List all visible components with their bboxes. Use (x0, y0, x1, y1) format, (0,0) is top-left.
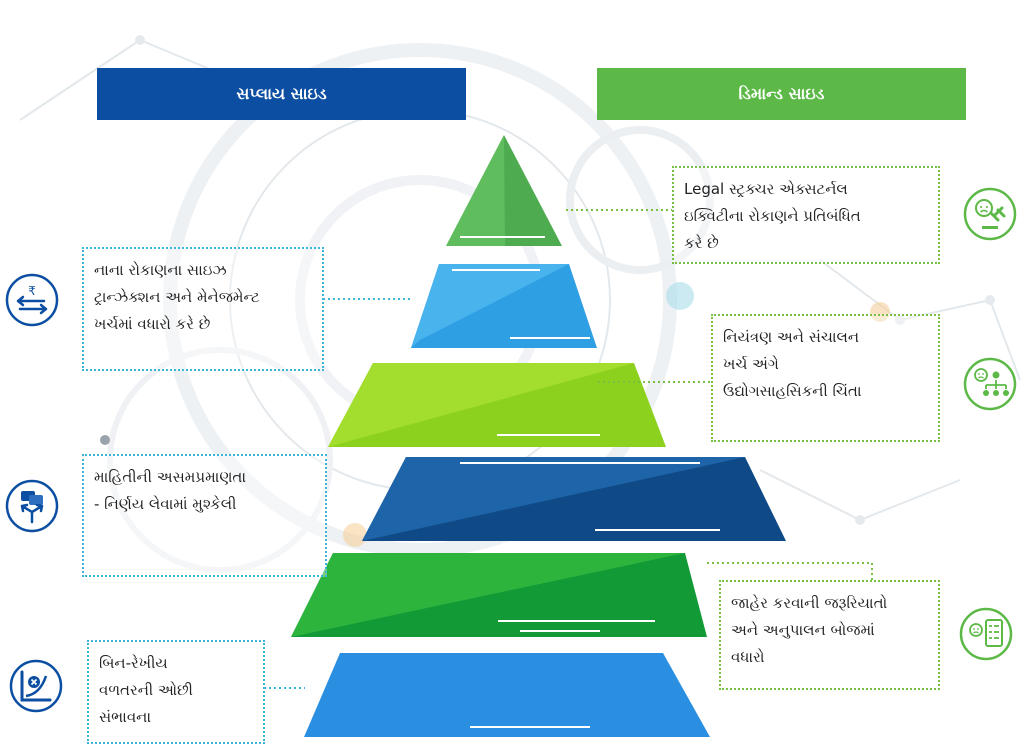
pyramid-tier-6 (304, 653, 710, 737)
supply-item-2-line-2: - નિર્ણય લેવામાં મુશ્કેલી (94, 495, 237, 513)
demand-item-2-line-2: ખર્ચ અંગે (723, 355, 779, 373)
supply-item-1-line-3: ખર્ચમાં વધારો કરે છે (94, 315, 211, 333)
pyramid-tier-1 (446, 135, 562, 246)
worried-face-org-chart-icon (963, 357, 1017, 411)
chat-decision-arrows-icon (5, 479, 59, 533)
pyramid-tier-2 (411, 264, 597, 348)
demand-item-2-line-1: નિયંત્રણ અને સંચાલન (723, 328, 860, 346)
pyramid-tier-5 (291, 553, 707, 637)
demand-item-3-line-1: જાહેર કરવાની જરૂરિયાતો (731, 594, 888, 612)
rupee-exchange-icon: ₹ (5, 273, 59, 327)
demand-item-3: જાહેર કરવાની જરૂરિયાતો અને અનુપાલન બોજમા… (719, 580, 940, 690)
demand-item-3-line-3: વધારો (731, 648, 765, 666)
supply-item-2-line-1: માહિતીની અસમપ્રમાણતા (94, 468, 247, 486)
supply-item-1-line-2: ટ્રાન્ઝેક્શન અને મેનેજમેન્ટ (94, 288, 260, 306)
demand-item-3-line-2: અને અનુપાલન બોજમાં (731, 621, 875, 639)
demand-item-1-line-2: ઇક્વિટીના રોકાણને પ્રતિબંધિત (684, 207, 861, 225)
supply-item-1-line-1: નાના રોકાણના સાઇઝ (94, 261, 227, 279)
supply-item-1: નાના રોકાણના સાઇઝ ટ્રાન્ઝેક્શન અને મેનેજ… (82, 247, 324, 371)
supply-side-header: સપ્લાય સાઇડ (97, 68, 466, 120)
pyramid-tier-4 (362, 457, 786, 541)
supply-item-3: બિન-રેખીય વળતરની ઓછી સંભાવના (87, 640, 265, 744)
supply-item-3-line-1: બિન-રેખીય (99, 654, 168, 672)
worried-face-checklist-icon (959, 607, 1013, 661)
supply-item-2: માહિતીની અસમપ્રમાણતા - નિર્ણય લેવામાં મુ… (82, 454, 327, 577)
demand-side-header-label: ડિમાન્ડ સાઇડ (738, 84, 825, 103)
demand-item-1: Legal સ્ટ્રક્ચર એક્સટર્નલ ઇક્વિટીના રોકા… (672, 166, 940, 264)
supply-item-3-line-2: વળતરની ઓછી (99, 681, 193, 699)
demand-item-1-line-1: Legal સ્ટ્રક્ચર એક્સટર્નલ (684, 180, 848, 198)
supply-side-header-label: સપ્લાય સાઇડ (236, 84, 327, 103)
worried-face-gavel-icon (963, 187, 1017, 241)
demand-side-header: ડિમાન્ડ સાઇડ (597, 68, 966, 120)
svg-text:₹: ₹ (28, 284, 36, 298)
demand-item-1-line-3: કરે છે (684, 234, 719, 252)
demand-item-2: નિયંત્રણ અને સંચાલન ખર્ચ અંગે ઉદ્યોગસાહસ… (711, 314, 940, 442)
supply-item-3-line-3: સંભાવના (99, 708, 152, 726)
pyramid-tier-3 (328, 363, 666, 447)
demand-item-2-line-3: ઉદ્યોગસાહસિકની ચિંતા (723, 382, 862, 400)
nonlinear-return-chart-icon (9, 659, 63, 713)
